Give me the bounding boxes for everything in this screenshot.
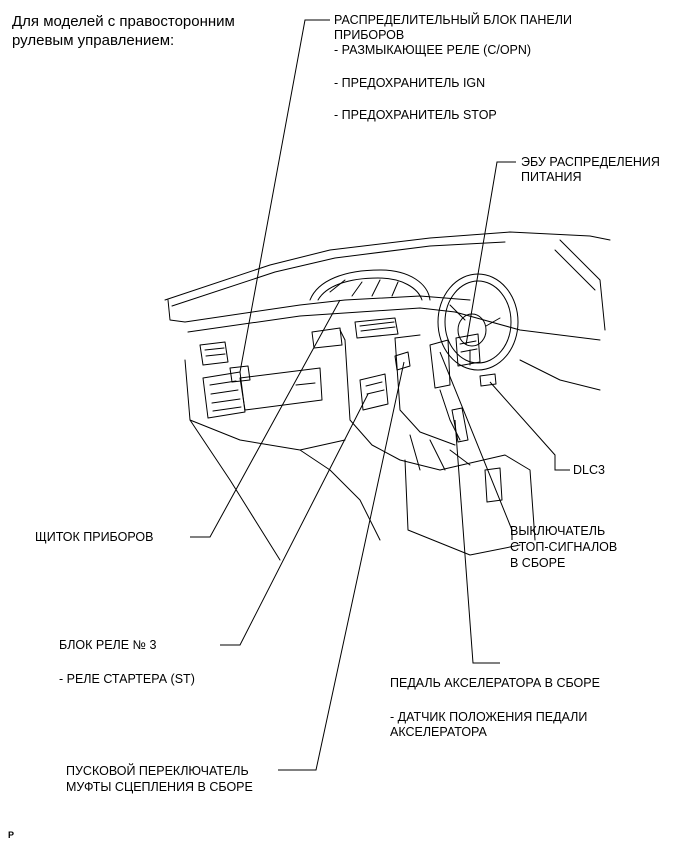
label-power-ecu-2: ПИТАНИЯ [521, 170, 582, 184]
leader-stop-switch [439, 351, 513, 540]
label-panel-block-title-2: ПРИБОРОВ [334, 28, 405, 42]
label-panel-block-title-1: РАСПРЕДЕЛИТЕЛЬНЫЙ БЛОК ПАНЕЛИ [334, 13, 572, 27]
label-accel-pedal-item-1: - ДАТЧИК ПОЛОЖЕНИЯ ПЕДАЛИ [390, 710, 588, 724]
label-stop-switch-3: В СБОРЕ [510, 556, 566, 570]
label-stop-switch-2: СТОП-СИГНАЛОВ [510, 540, 618, 554]
label-clutch-switch-2: МУФТЫ СЦЕПЛЕНИЯ В СБОРЕ [66, 780, 253, 794]
label-dlc3: DLC3 [573, 463, 605, 477]
leader-panel-block [239, 19, 330, 373]
label-accel-pedal: ПЕДАЛЬ АКСЕЛЕРАТОРА В СБОРЕ [390, 676, 600, 690]
leader-clutch-switch [278, 361, 405, 771]
leader-instrument-cluster [190, 299, 341, 538]
corner-mark: P [8, 830, 15, 840]
label-panel-block-item-1: - РАЗМЫКАЮЩЕЕ РЕЛЕ (C/OPN) [334, 43, 532, 57]
label-clutch-switch-1: ПУСКОВОЙ ПЕРЕКЛЮЧАТЕЛЬ [66, 764, 249, 778]
label-panel-block-item-3: - ПРЕДОХРАНИТЕЛЬ STOP [334, 108, 497, 122]
label-stop-switch-1: ВЫКЛЮЧАТЕЛЬ [510, 524, 606, 538]
label-accel-pedal-item-2: АКСЕЛЕРАТОРА [390, 725, 487, 739]
leader-power-ecu [465, 161, 516, 346]
label-power-ecu-1: ЭБУ РАСПРЕДЕЛЕНИЯ [521, 155, 660, 169]
label-instrument-cluster: ЩИТОК ПРИБОРОВ [35, 530, 154, 544]
diagram-title: Для моделей с правосторонним рулевым упр… [12, 13, 235, 49]
label-panel-block-item-2: - ПРЕДОХРАНИТЕЛЬ IGN [334, 76, 486, 90]
label-relay-block3: БЛОК РЕЛЕ № 3 [59, 638, 157, 652]
leader-dlc3 [489, 381, 570, 471]
label-relay-block3-item: - РЕЛЕ СТАРТЕРА (ST) [59, 672, 195, 686]
leader-relay-block3 [220, 393, 369, 646]
leader-accel-pedal [454, 419, 500, 664]
